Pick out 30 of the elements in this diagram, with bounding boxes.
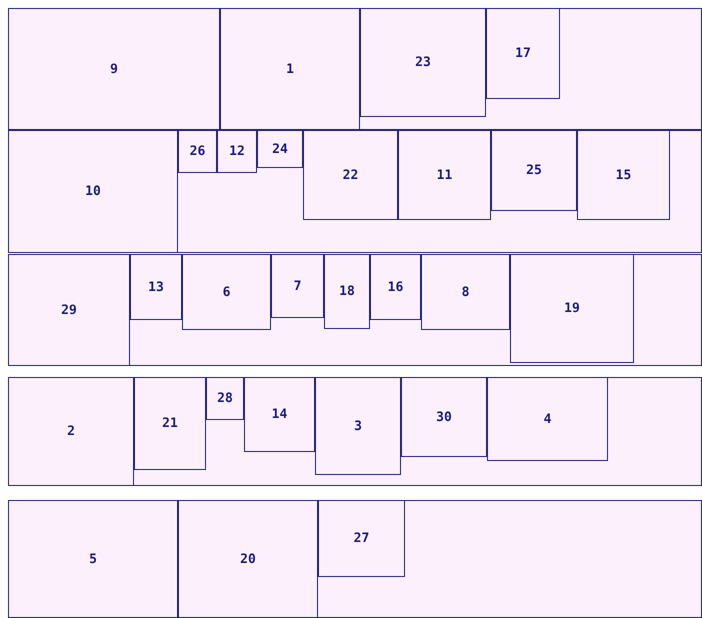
packed-box: 17 [486, 8, 560, 99]
shelf-band [8, 254, 702, 366]
packed-box: 12 [217, 130, 257, 173]
packed-box: 14 [244, 377, 315, 452]
packed-box: 24 [257, 130, 303, 168]
packed-box: 11 [398, 130, 491, 220]
shelf-band [8, 130, 702, 253]
packed-box: 4 [487, 377, 608, 461]
shelf-band [8, 500, 702, 618]
packed-box: 28 [206, 377, 244, 420]
packed-box: 30 [401, 377, 487, 457]
packed-box: 7 [271, 254, 324, 318]
packed-box: 13 [130, 254, 182, 320]
packed-box: 3 [315, 377, 401, 475]
packed-box: 22 [303, 130, 398, 220]
packed-box: 21 [134, 377, 206, 470]
packed-box: 1 [220, 8, 360, 130]
packed-box: 23 [360, 8, 486, 117]
packed-box: 20 [178, 500, 318, 618]
packed-box: 15 [577, 130, 670, 220]
shelf-band [8, 8, 702, 130]
packed-box: 27 [318, 500, 405, 577]
shelf-band [8, 377, 702, 486]
packed-box: 6 [182, 254, 271, 330]
packed-box: 16 [370, 254, 421, 320]
packed-box: 25 [491, 130, 577, 211]
packed-box: 18 [324, 254, 370, 329]
packed-box: 26 [178, 130, 217, 173]
packed-box: 8 [421, 254, 510, 330]
packed-box: 19 [510, 254, 634, 363]
